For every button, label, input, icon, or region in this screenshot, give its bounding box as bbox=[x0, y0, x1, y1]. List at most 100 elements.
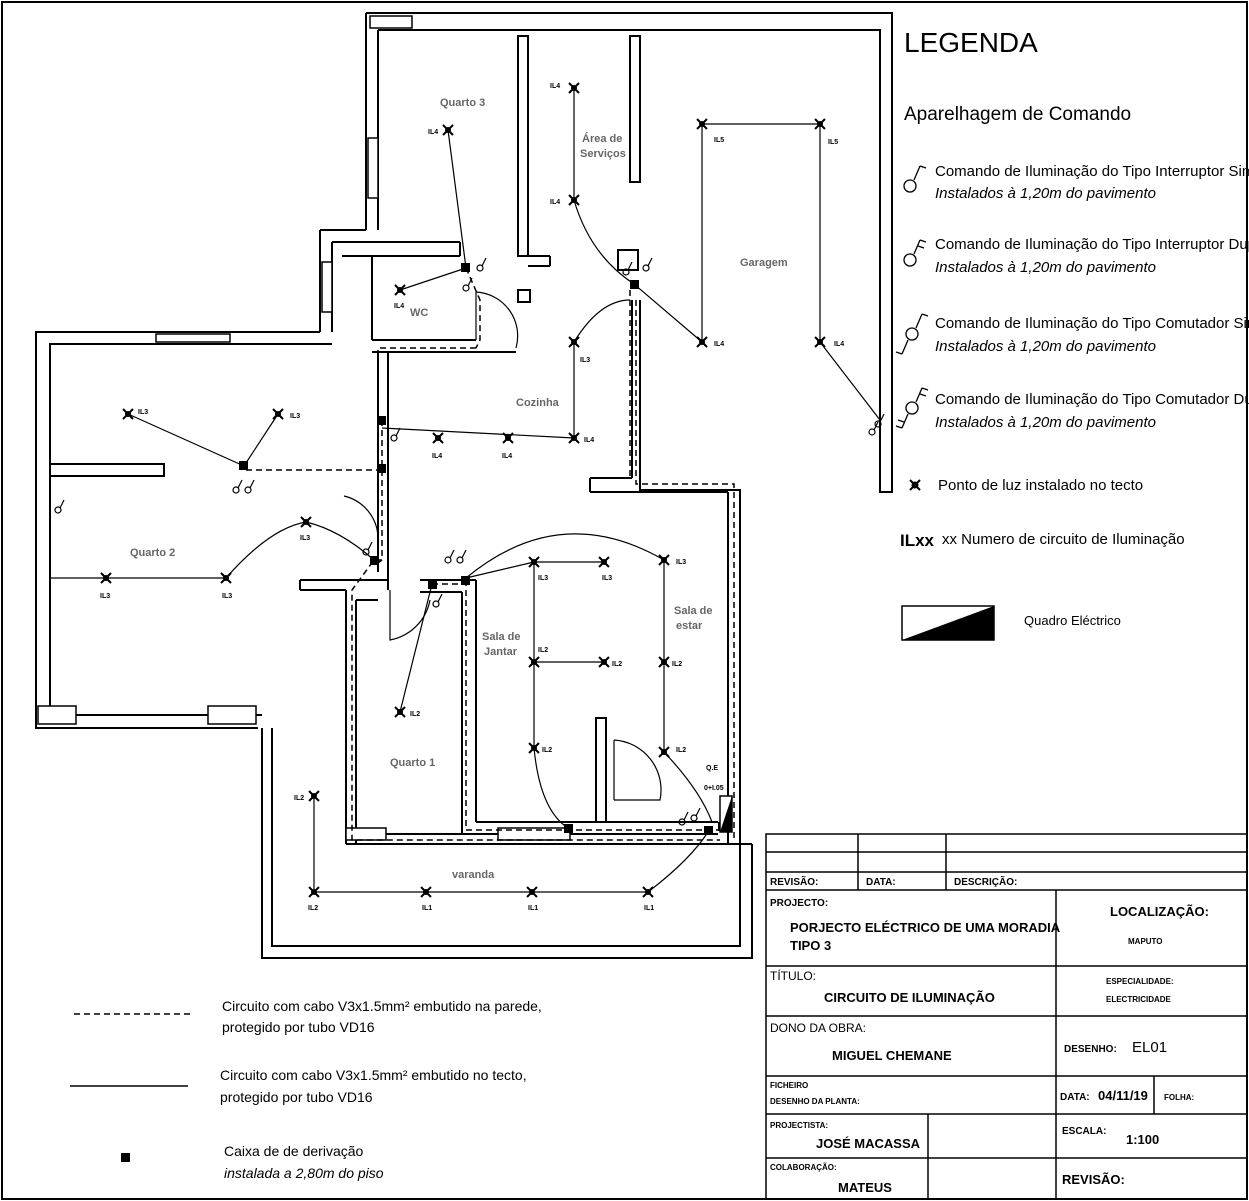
legend-solid-text-2: protegido por tubo VD16 bbox=[220, 1089, 373, 1105]
tb-revisao-label: REVISÃO: bbox=[770, 875, 818, 888]
room-label-quarto2: Quarto 2 bbox=[130, 547, 175, 559]
light-point-label: IL2 bbox=[676, 747, 686, 754]
tb-data-value: 04/11/19 bbox=[1098, 1088, 1148, 1103]
light-point: IL3 bbox=[122, 408, 148, 420]
light-point-label: IL1 bbox=[528, 905, 538, 912]
tb-descricao-label: DESCRIÇÃO: bbox=[954, 875, 1017, 888]
light-point-label: IL3 bbox=[676, 559, 686, 566]
light-point: IL4 bbox=[394, 284, 406, 310]
windows bbox=[37, 15, 571, 841]
legend-dashed-text-2: protegido por tubo VD16 bbox=[222, 1019, 375, 1035]
room-label-quarto1: Quarto 1 bbox=[390, 757, 435, 769]
legend-light-point: Ponto de luz instalado no tecto bbox=[938, 477, 1143, 494]
tb-projectista-label: PROJECTISTA: bbox=[770, 1121, 828, 1130]
light-point: IL2 bbox=[598, 656, 622, 668]
tb-dono: MIGUEL CHEMANE bbox=[832, 1048, 952, 1063]
title-block bbox=[765, 833, 1248, 1200]
room-label-wc: WC bbox=[410, 307, 428, 319]
light-point: IL1 bbox=[642, 886, 654, 912]
light-point: IL4 bbox=[432, 432, 444, 460]
light-point-label: IL4 bbox=[714, 341, 724, 348]
legend-subtitle: Aparelhagem de Comando bbox=[904, 104, 1131, 125]
light-point: IL3 bbox=[100, 572, 112, 600]
light-point-label: IL3 bbox=[138, 409, 148, 416]
room-label-sala-estar: Sala de bbox=[674, 605, 713, 617]
light-point-label: IL4 bbox=[550, 199, 560, 206]
legend-icon-interruptor-simples bbox=[903, 165, 927, 193]
light-point-label: IL3 bbox=[300, 535, 310, 542]
legend-circuit-desc: xx Numero de circuito de Iluminação bbox=[942, 531, 1185, 548]
light-point: IL2 bbox=[658, 656, 682, 668]
light-point-label: IL2 bbox=[612, 661, 622, 668]
tb-ficheiro-label: FICHEIRO bbox=[770, 1081, 808, 1090]
light-point: IL1 bbox=[526, 886, 538, 912]
legend-item-2-title: Comando de Iluminação do Tipo Interrupto… bbox=[935, 236, 1249, 253]
panel-label-2: 0+I.05 bbox=[704, 785, 724, 792]
light-point: IL4 bbox=[428, 124, 454, 136]
junction-boxes bbox=[239, 263, 727, 835]
light-point: IL3 bbox=[220, 572, 232, 600]
light-point-label: IL4 bbox=[550, 83, 560, 90]
legend-item-3-title: Comando de Iluminação do Tipo Comutador … bbox=[935, 315, 1249, 332]
room-label-area-servico: Área de bbox=[582, 132, 622, 145]
tb-colaboracao: MATEUS bbox=[838, 1180, 892, 1195]
tb-especialidade: ELECTRICIDADE bbox=[1106, 995, 1172, 1004]
light-point: IL4 bbox=[696, 336, 724, 348]
light-point: IL4 bbox=[814, 336, 844, 348]
tb-escala: 1:100 bbox=[1126, 1132, 1159, 1147]
light-point-label: IL3 bbox=[602, 575, 612, 582]
legend-item-4-note: Instalados à 1,20m do pavimento bbox=[935, 414, 1156, 431]
light-point: IL2 bbox=[394, 706, 420, 718]
tb-projectista: JOSÉ MACASSA bbox=[816, 1136, 921, 1151]
tb-colaboracao-label: COLABORAÇÃO: bbox=[770, 1163, 837, 1172]
tb-desenho-label: DESENHO: bbox=[1064, 1044, 1117, 1055]
tb-data-label: DATA: bbox=[866, 877, 896, 888]
walls bbox=[35, 12, 893, 959]
light-point-label: IL4 bbox=[502, 453, 512, 460]
light-point: IL3 bbox=[528, 556, 548, 582]
light-point-label: IL4 bbox=[432, 453, 442, 460]
room-label-quarto3: Quarto 3 bbox=[440, 97, 485, 109]
legend-box-symbol bbox=[121, 1153, 130, 1162]
legend-icon-comutador-duplo bbox=[895, 387, 929, 429]
tb-folha-label: FOLHA: bbox=[1164, 1093, 1194, 1102]
light-point: IL3 bbox=[598, 556, 612, 582]
light-point: IL4 bbox=[550, 82, 580, 94]
tb-dono-label: DONO DA OBRA: bbox=[770, 1021, 866, 1035]
light-point-label: IL2 bbox=[294, 795, 304, 802]
light-point-label: IL4 bbox=[584, 437, 594, 444]
light-point: IL2 bbox=[528, 647, 548, 668]
tb-desenho: EL01 bbox=[1132, 1039, 1167, 1056]
ceiling-circuits bbox=[50, 88, 881, 893]
light-point-label: IL3 bbox=[100, 593, 110, 600]
door-arcs bbox=[343, 291, 662, 801]
light-point: IL2 bbox=[528, 742, 552, 754]
legend-circuit-code: ILxx bbox=[900, 531, 935, 550]
tb-projecto-label: PROJECTO: bbox=[770, 898, 828, 909]
tb-projecto-2: TIPO 3 bbox=[790, 938, 831, 953]
room-label-sala-jantar-2: Jantar bbox=[484, 646, 518, 658]
light-point: IL4 bbox=[550, 194, 580, 206]
tb-ficheiro-sub: DESENHO DA PLANTA: bbox=[770, 1097, 860, 1106]
legend-icon-light-point bbox=[909, 479, 921, 491]
tb-localizacao-label: LOCALIZAÇÃO: bbox=[1110, 904, 1209, 919]
legend-box-text-2: instalada a 2,80m do piso bbox=[224, 1165, 384, 1181]
panel-label: Q.E bbox=[706, 765, 718, 772]
light-point-label: IL3 bbox=[290, 413, 300, 420]
light-point-label: IL2 bbox=[410, 711, 420, 718]
light-point-label: IL5 bbox=[828, 139, 838, 146]
room-label-sala-jantar: Sala de bbox=[482, 631, 521, 643]
legend-title: LEGENDA bbox=[904, 27, 1038, 58]
legend-box-text-1: Caixa de de derivação bbox=[224, 1143, 364, 1159]
legend-icon-interruptor-duplo bbox=[903, 239, 927, 267]
light-point-label: IL2 bbox=[542, 747, 552, 754]
light-point-label: IL3 bbox=[222, 593, 232, 600]
light-point-label: IL4 bbox=[428, 129, 438, 136]
light-point-label: IL3 bbox=[538, 575, 548, 582]
tb-projecto: PORJECTO ELÉCTRICO DE UMA MORADIA bbox=[790, 920, 1061, 935]
legend-item-3-note: Instalados à 1,20m do pavimento bbox=[935, 338, 1156, 355]
light-point: IL4 bbox=[568, 432, 594, 444]
light-point: IL5 bbox=[696, 118, 724, 144]
legend-solid-text-1: Circuito com cabo V3x1.5mm² embutido no … bbox=[220, 1067, 527, 1083]
